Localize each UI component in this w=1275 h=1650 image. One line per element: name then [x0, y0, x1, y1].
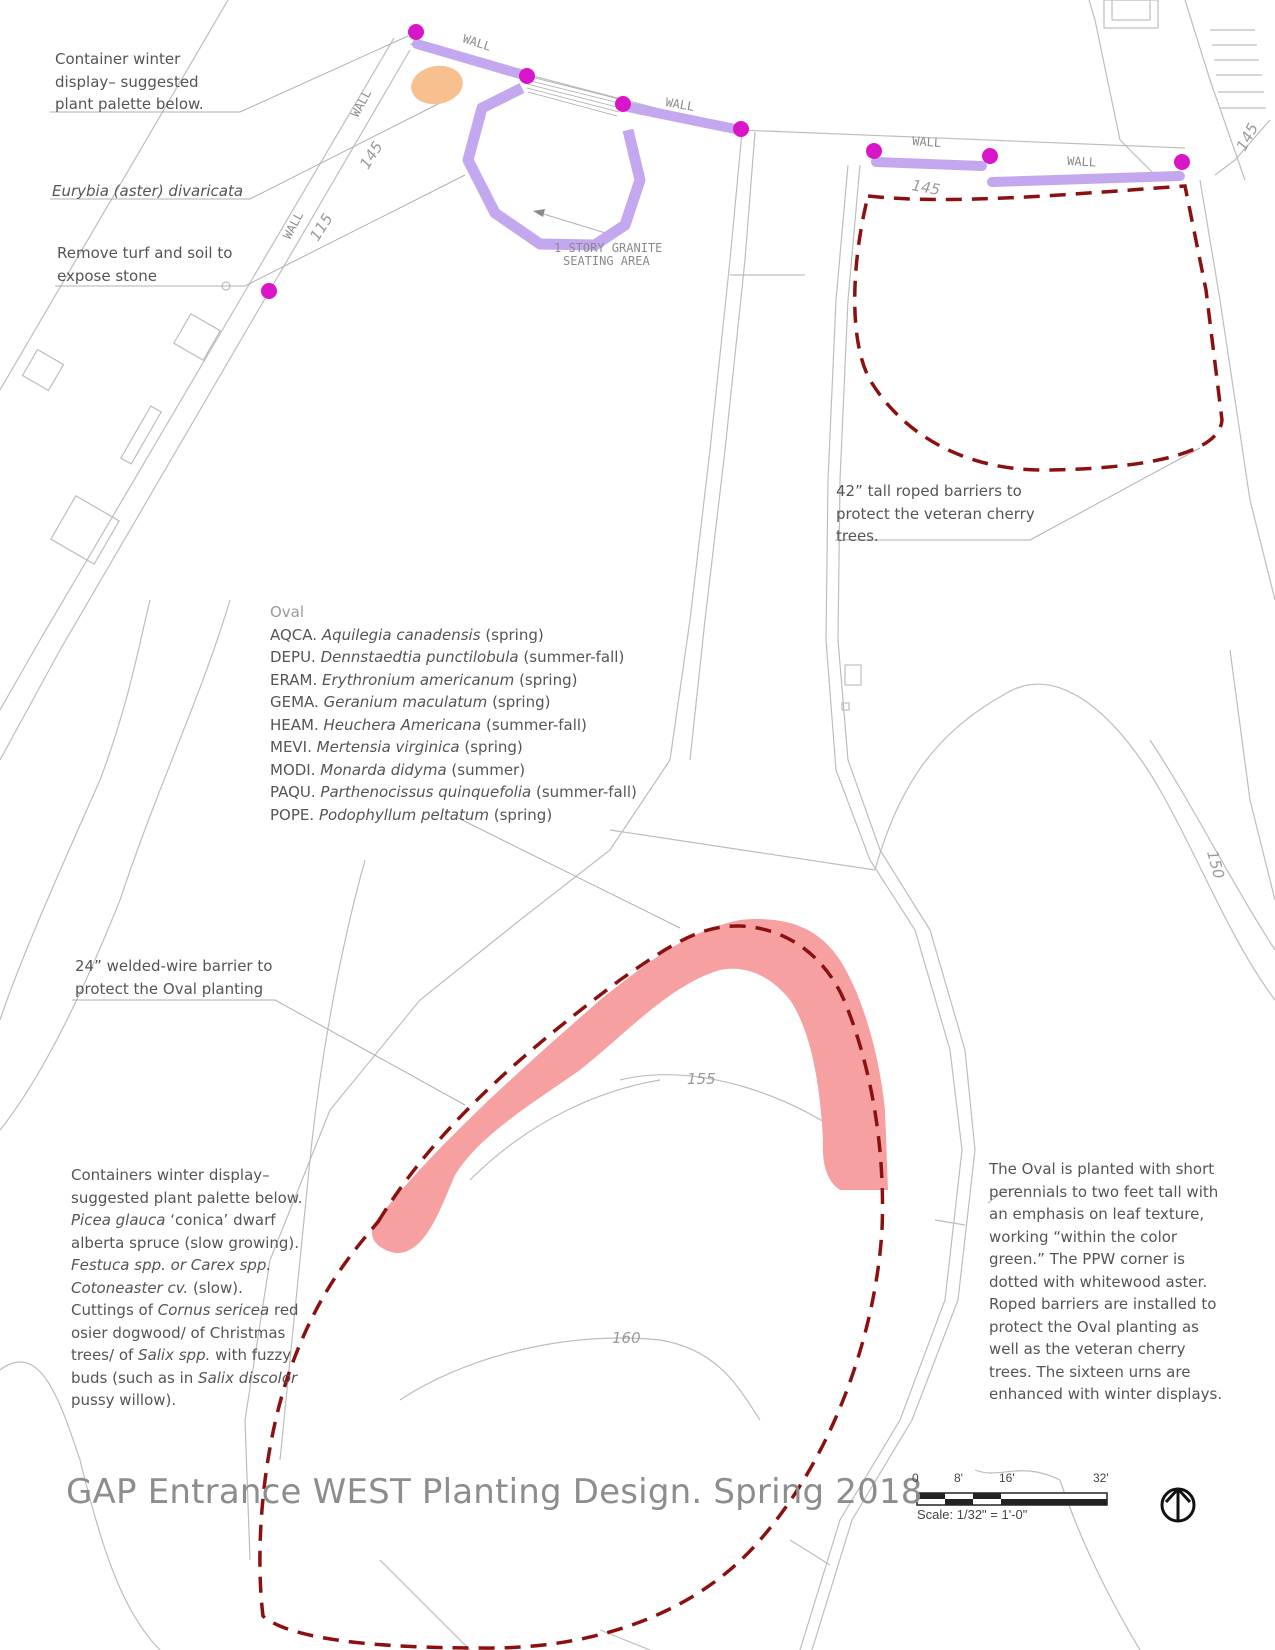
containers-note: Containers winter display– suggested pla…: [71, 1166, 303, 1409]
wall-post: [615, 96, 631, 112]
roped-barrier-cherry-trees: [853, 184, 1224, 472]
design-description: The Oval is planted with short perennial…: [989, 1160, 1223, 1403]
wall-post: [733, 121, 749, 137]
wall-label: WALL: [664, 95, 695, 114]
steps-hatching: [526, 75, 624, 117]
granite-seating-area: [462, 83, 646, 251]
seating-area-label-line2: SEATING AREA: [563, 254, 650, 268]
wall-posts: [261, 24, 1190, 299]
plant-row: MODI. Monarda didyma (summer): [270, 760, 526, 779]
plant-row: DEPU. Dennstaedtia punctilobula (summer-…: [270, 648, 625, 666]
contour-label-145-right: 145: [910, 176, 941, 199]
contour-label-155: 155: [687, 1070, 716, 1088]
wall-label: WALL: [912, 134, 942, 150]
wall-post: [1174, 154, 1190, 170]
contour-label-115: 115: [306, 210, 336, 244]
wall-segment-4: [987, 171, 1185, 187]
scale-tick-label: 32': [1093, 1471, 1109, 1485]
welded-wire-barrier-shape: [371, 919, 889, 1254]
scale-tick-label: 16': [999, 1471, 1015, 1485]
wall-post: [408, 24, 424, 40]
seating-area-arrowhead: [533, 209, 545, 217]
wall-label: WALL: [348, 87, 374, 119]
plant-row: ERAM. Erythronium americanum (spring): [270, 670, 578, 689]
contour-label-160: 160: [612, 1329, 641, 1347]
container-display-marker: [411, 65, 463, 105]
wall-post: [866, 143, 882, 159]
wall-label: WALL: [1067, 154, 1097, 169]
scale-bar: [916, 1492, 1108, 1506]
north-arrow-icon: [1160, 1487, 1196, 1523]
oval-plant-list: Oval AQCA. Aquilegia canadensis (spring)…: [270, 601, 637, 826]
plant-row: AQCA. Aquilegia canadensis (spring): [270, 625, 544, 644]
aster-callout: Eurybia (aster) divaricata: [52, 182, 244, 200]
leader-lines: [50, 35, 1201, 1204]
scale-tick-label: 0: [912, 1471, 919, 1485]
plant-row: GEMA. Geranium maculatum (spring): [270, 693, 551, 711]
wall-segment-3: [871, 157, 987, 171]
plant-row: MEVI. Mertensia virginica (spring): [270, 738, 523, 756]
wall-segment-1: [412, 39, 532, 81]
wall-segment-2: [618, 101, 745, 135]
wall-post: [982, 148, 998, 164]
plant-row: HEAM. Heuchera Americana (summer-fall): [270, 715, 587, 734]
sheet-title: GAP Entrance WEST Planting Design. Sprin…: [66, 1472, 923, 1512]
wall-label: WALL: [461, 32, 493, 54]
scale-caption: Scale: 1/32" = 1'-0": [917, 1507, 1028, 1522]
oval-heading: Oval: [270, 603, 305, 621]
wall-post: [261, 283, 277, 299]
roped-barrier-callout: 42” tall roped barriers to protect the v…: [836, 482, 1035, 545]
roped-barriers: [258, 184, 1224, 1650]
welded-wire-callout: 24” welded-wire barrier to protect the O…: [75, 957, 273, 998]
contour-label-145-far-right: 145: [1233, 120, 1262, 154]
container-display-callout: Container winter display– suggested plan…: [55, 50, 204, 113]
walls: [412, 39, 1185, 187]
plant-row: PAQU. Parthenocissus quinquefolia (summe…: [270, 783, 637, 801]
contour-label-150: 150: [1203, 848, 1228, 880]
seating-area-label-line1: 1 STORY GRANITE: [554, 241, 662, 255]
scale-tick-label: 8': [954, 1471, 963, 1485]
wall-post: [519, 68, 535, 84]
remove-turf-callout: Remove turf and soil to expose stone: [57, 244, 233, 285]
roped-barrier-oval: [258, 924, 885, 1650]
plant-row: POPE. Podophyllum peltatum (spring): [270, 805, 553, 824]
